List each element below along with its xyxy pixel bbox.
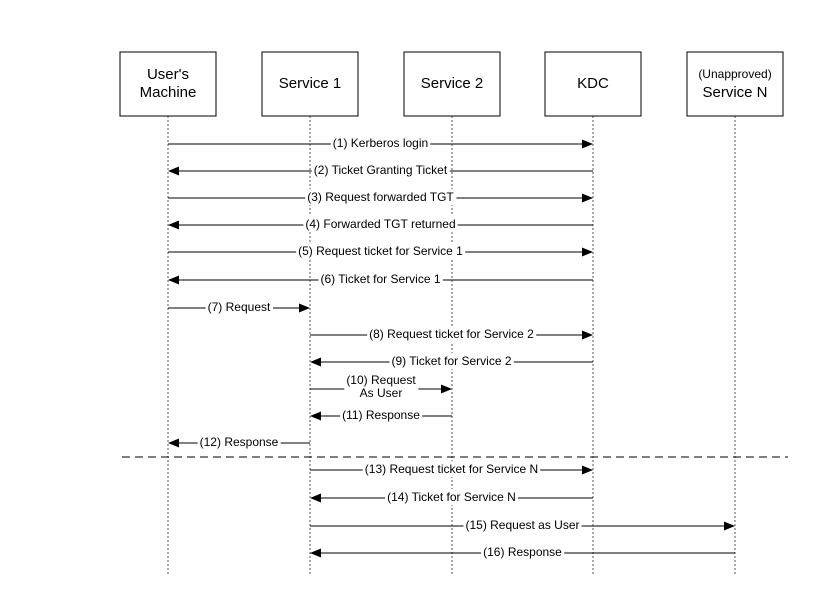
arrowhead-icon [299, 303, 310, 313]
message-label: (13) Request ticket for Service N [365, 462, 538, 476]
actor-label: Service N [702, 84, 767, 101]
message-9: (9) Ticket for Service 2 [310, 353, 593, 370]
message-label-background [340, 407, 423, 424]
arrowhead-icon [310, 411, 321, 421]
message-3: (3) Request forwarded TGT [168, 189, 593, 206]
message-4: (4) Forwarded TGT returned [168, 216, 593, 233]
message-label: (5) Request ticket for Service 1 [298, 244, 463, 258]
message-5: (5) Request ticket for Service 1 [168, 243, 593, 260]
message-label-background [305, 189, 457, 206]
actor-sn: (Unapproved) Service N [686, 51, 784, 117]
message-label: (1) Kerberos login [333, 136, 428, 150]
message-label-background [318, 271, 443, 288]
message-label-background [296, 243, 466, 260]
arrowhead-icon [310, 357, 321, 367]
arrowhead-icon [724, 521, 735, 531]
message-label-background [463, 517, 582, 534]
message-label: (14) Ticket for Service N [387, 490, 516, 504]
message-14: (14) Ticket for Service N [310, 489, 593, 506]
message-label: (15) Request as User [465, 518, 579, 532]
message-label: (11) Response [342, 408, 420, 422]
message-label-background [344, 372, 419, 402]
actor-note: (Unapproved) [698, 67, 771, 81]
arrowhead-icon [582, 193, 593, 203]
message-13: (13) Request ticket for Service N [310, 461, 593, 478]
message-7: (7) Request [168, 299, 310, 316]
arrowhead-icon [310, 493, 321, 503]
message-label-background [385, 489, 518, 506]
arrowhead-icon [168, 438, 179, 448]
message-label: (12) Response [200, 435, 279, 449]
arrowhead-icon [582, 247, 593, 257]
actor-label: Machine [140, 84, 197, 101]
message-label: (9) Ticket for Service 2 [391, 354, 511, 368]
actor-kdc: KDC [544, 51, 642, 117]
message-1: (1) Kerberos login [168, 135, 593, 152]
message-label-background [481, 544, 565, 561]
message-label-background [330, 135, 431, 152]
message-label: (3) Request forwarded TGT [307, 190, 454, 204]
message-label-background [389, 353, 514, 370]
message-label-background [197, 434, 281, 451]
message-label: (10) Request [346, 373, 416, 387]
message-16: (16) Response [310, 544, 735, 561]
arrowhead-icon [168, 166, 179, 176]
message-label-background [205, 299, 274, 316]
message-11: (11) Response [310, 407, 452, 424]
arrowhead-icon [168, 220, 179, 230]
message-label: (8) Request ticket for Service 2 [369, 327, 534, 341]
actor-label: Service 1 [279, 75, 342, 92]
actor-s1: Service 1 [261, 51, 359, 117]
actor-label: Service 2 [421, 75, 484, 92]
message-12: (12) Response [168, 434, 310, 451]
arrowhead-icon [582, 330, 593, 340]
actor-box [544, 51, 642, 117]
arrowhead-icon [310, 548, 321, 558]
message-label-background [311, 162, 450, 179]
message-2: (2) Ticket Granting Ticket [168, 162, 593, 179]
message-6: (6) Ticket for Service 1 [168, 271, 593, 288]
message-label: (6) Ticket for Service 1 [320, 272, 440, 286]
actor-box [119, 51, 217, 117]
arrowhead-icon [441, 384, 452, 394]
actor-box [403, 51, 501, 117]
message-label: (2) Ticket Granting Ticket [314, 163, 448, 177]
actor-s2: Service 2 [403, 51, 501, 117]
message-label: (7) Request [208, 300, 271, 314]
message-label-background [367, 326, 537, 343]
arrowhead-icon [582, 465, 593, 475]
message-label: (16) Response [483, 545, 562, 559]
message-label-background [362, 461, 541, 478]
message-8: (8) Request ticket for Service 2 [310, 326, 593, 343]
message-label: As User [360, 386, 403, 400]
message-15: (15) Request as User [310, 517, 735, 534]
arrowhead-icon [168, 275, 179, 285]
actor-label: User's [147, 66, 189, 83]
arrowhead-icon [582, 139, 593, 149]
message-label: (4) Forwarded TGT returned [305, 217, 455, 231]
actor-label: KDC [577, 75, 609, 92]
actor-box [686, 51, 784, 117]
actor-box [261, 51, 359, 117]
message-label-background [303, 216, 458, 233]
